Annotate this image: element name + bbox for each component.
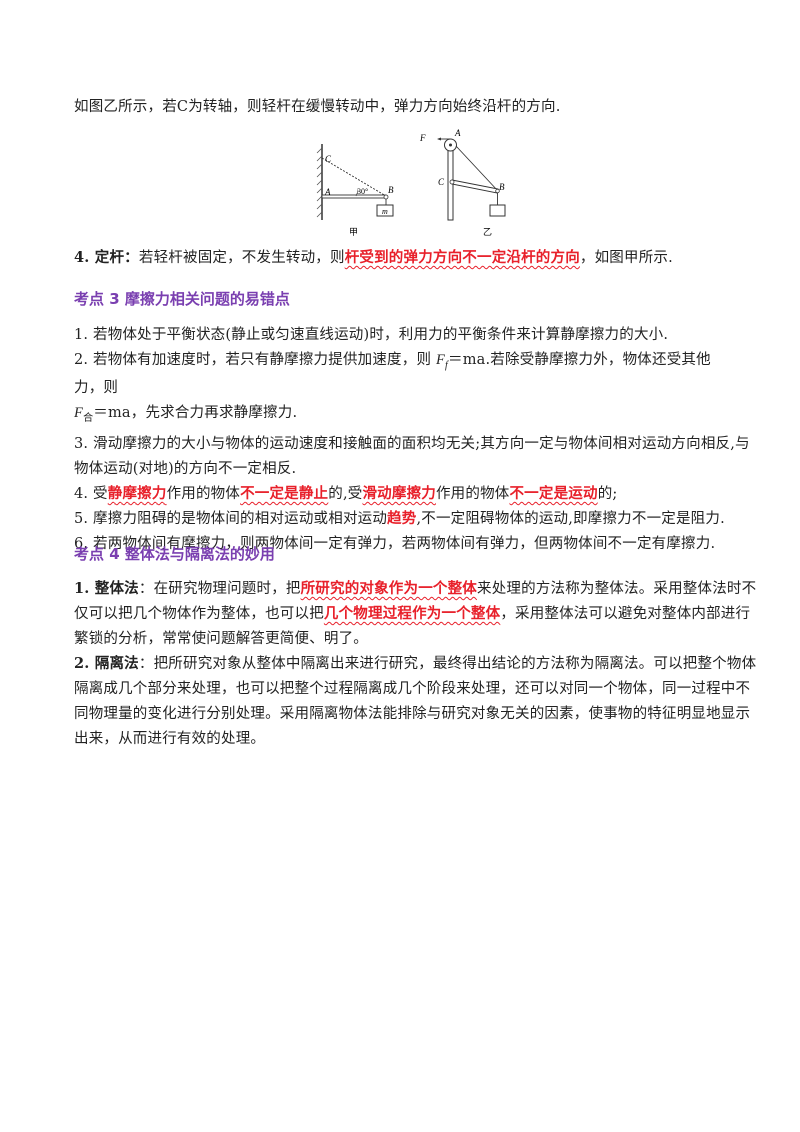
s3-l4-9: 的;	[597, 485, 618, 502]
s3-l4-5: 的,受	[328, 485, 363, 502]
s3-l4-1: 4. 受	[74, 485, 108, 502]
s3-line-2b: ＝ma.若除受静摩擦力外，物体还受其他力，则	[74, 352, 711, 396]
fig-right-label-f: F	[419, 133, 426, 143]
section-4-title: 考点 4 整体法与隔离法的妙用	[74, 545, 275, 563]
s4-p1-d: ，采用整体法可以避免对整体内部进行	[500, 606, 751, 622]
fig-left-label-c: C	[325, 154, 332, 164]
s4-isolation-method-label: 2. 隔离法	[74, 655, 139, 672]
s3-l4-not-moving: 不一定是运动	[509, 484, 598, 502]
s4-p1-line-3: 繁锁的分析，常常使问题解答更简便、明了。	[74, 631, 368, 647]
s4-p2-line-4: 出来，从而进行有效的处理。	[74, 731, 266, 747]
item-4-highlight: 杆受到的弹力方向不一定沿杆的方向	[344, 249, 580, 266]
fig-right-caption: 乙	[483, 227, 492, 237]
figure-right: F A C B 乙	[419, 128, 506, 237]
figure-svg: C A B 30° m 甲 F A C B 乙	[316, 128, 506, 237]
s4-p1-highlight-2: 几个物理过程作为一个整体	[323, 605, 501, 622]
physics-figure: C A B 30° m 甲 F A C B 乙	[316, 122, 516, 242]
s3-formula-net-sub: 合	[83, 412, 94, 424]
s3-l5-trend: 趋势	[387, 509, 417, 527]
fig-right-label-a: A	[454, 128, 461, 138]
s3-line-4: 4. 受静摩擦力作用的物体不一定是静止的,受滑动摩擦力作用的物体不一定是运动的;	[74, 483, 734, 505]
item-4-label: 4. 定杆：	[74, 249, 139, 266]
figure-left: C A B 30° m 甲	[316, 144, 394, 237]
s3-line-2a: 2. 若物体有加速度时，若只有静摩擦力提供加速度，则	[74, 352, 436, 368]
s3-line-5: 5. 摩擦力阻碍的是物体间的相对运动或相对运动趋势,不一定阻碍物体的运动,即摩擦…	[74, 508, 734, 530]
s3-l4-static-friction: 静摩擦力	[107, 484, 167, 502]
s3-l4-7: 作用的物体	[435, 485, 510, 502]
s3-line-1: 1. 若物体处于平衡状态(静止或匀速直线运动)时，利用力的平衡条件来计算静摩擦力…	[74, 327, 669, 343]
s3-l5-b: ,不一定阻碍物体的运动,即摩擦力不一定是阻力.	[416, 510, 725, 527]
s3-line-3b: 物体运动(对地)的方向不一定相反.	[74, 460, 297, 477]
s3-line-2c: ＝ma，先求合力再求静摩擦力.	[93, 404, 298, 421]
item-4-text-end: ，如图甲所示.	[579, 250, 673, 266]
s4-p1-highlight-1: 所研究的对象作为一个整体	[300, 580, 477, 597]
item-4-paragraph: 4. 定杆：若轻杆被固定，不发生转动，则杆受到的弹力方向不一定沿杆的方向，如图甲…	[74, 247, 673, 269]
s4-p1-b: 来处理的方法称为整体法。采用整体法时不	[477, 581, 757, 597]
s3-line-2: 2. 若物体有加速度时，若只有静摩擦力提供加速度，则 Ff＝ma.若除受静摩擦力…	[74, 349, 734, 399]
section-3-title: 考点 3 摩擦力相关问题的易错点	[74, 290, 290, 308]
fig-left-label-a: A	[324, 187, 331, 197]
s3-formula-f: F	[435, 352, 446, 368]
s4-p2-line-3: 同物理量的变化进行分别处理。采用隔离物体法能排除与研究对象无关的因素，使事物的特…	[74, 706, 751, 722]
fig-right-label-b: B	[499, 182, 505, 192]
s3-line-6: 6. 若两物体间有摩擦力，则两物体间一定有弹力，若两物体间有弹力，但两物体间不一…	[74, 535, 716, 552]
s4-p1-line-2: 仅可以把几个物体作为整体，也可以把几个物理过程作为一个整体，采用整体法可以避免对…	[74, 603, 750, 625]
s4-whole-method-label: 1. 整体法	[74, 580, 139, 597]
s3-formula-f-sub: f	[445, 359, 448, 371]
s3-line-3a: 3. 滑动摩擦力的大小与物体的运动速度和接触面的面积均无关;其方向一定与物体间相…	[74, 435, 750, 452]
fig-left-label-m: m	[382, 207, 388, 216]
s3-l4-3: 作用的物体	[166, 485, 241, 502]
item-4-text: 若轻杆被固定，不发生转动，则	[138, 250, 345, 266]
fig-right-label-c: C	[438, 177, 445, 187]
s3-l4-kinetic-friction: 滑动摩擦力	[362, 484, 436, 502]
fig-left-caption: 甲	[349, 227, 358, 237]
fig-left-label-b: B	[388, 185, 394, 195]
s4-p2-line-1: 2. 隔离法：把所研究对象从整体中隔离出来进行研究，最终得出结论的方法称为隔离法…	[74, 653, 756, 675]
section-3-body: 1. 若物体处于平衡状态(静止或匀速直线运动)时，利用力的平衡条件来计算静摩擦力…	[74, 324, 750, 555]
s4-p2-a: ：把所研究对象从整体中隔离出来进行研究，最终得出结论的方法称为隔离法。可以把整个…	[138, 656, 757, 672]
s3-formula-f-net: F	[74, 404, 84, 421]
intro-text: 如图乙所示，若C为转轴，则轻杆在缓慢转动中，弹力方向始终沿杆的方向.	[74, 99, 561, 115]
section-4-body: 1. 整体法：在研究物理问题时，把所研究的对象作为一个整体来处理的方法称为整体法…	[74, 578, 756, 750]
s3-l5-a: 5. 摩擦力阻碍的是物体间的相对运动或相对运动	[74, 510, 388, 527]
s4-p1-a: ：在研究物理问题时，把	[138, 581, 301, 597]
s4-p1-c: 仅可以把几个物体作为整体，也可以把	[74, 606, 324, 622]
s4-p1-line-1: 1. 整体法：在研究物理问题时，把所研究的对象作为一个整体来处理的方法称为整体法…	[74, 578, 756, 600]
s3-l4-not-static: 不一定是静止	[240, 484, 329, 502]
s3-line-2-cont: F合＝ma，先求合力再求静摩擦力.	[74, 402, 734, 430]
fig-left-angle: 30°	[357, 187, 368, 196]
s4-p2-line-2: 隔离成几个部分来处理，也可以把整个过程隔离成几个阶段来处理，还可以对同一个物体，…	[74, 681, 751, 697]
